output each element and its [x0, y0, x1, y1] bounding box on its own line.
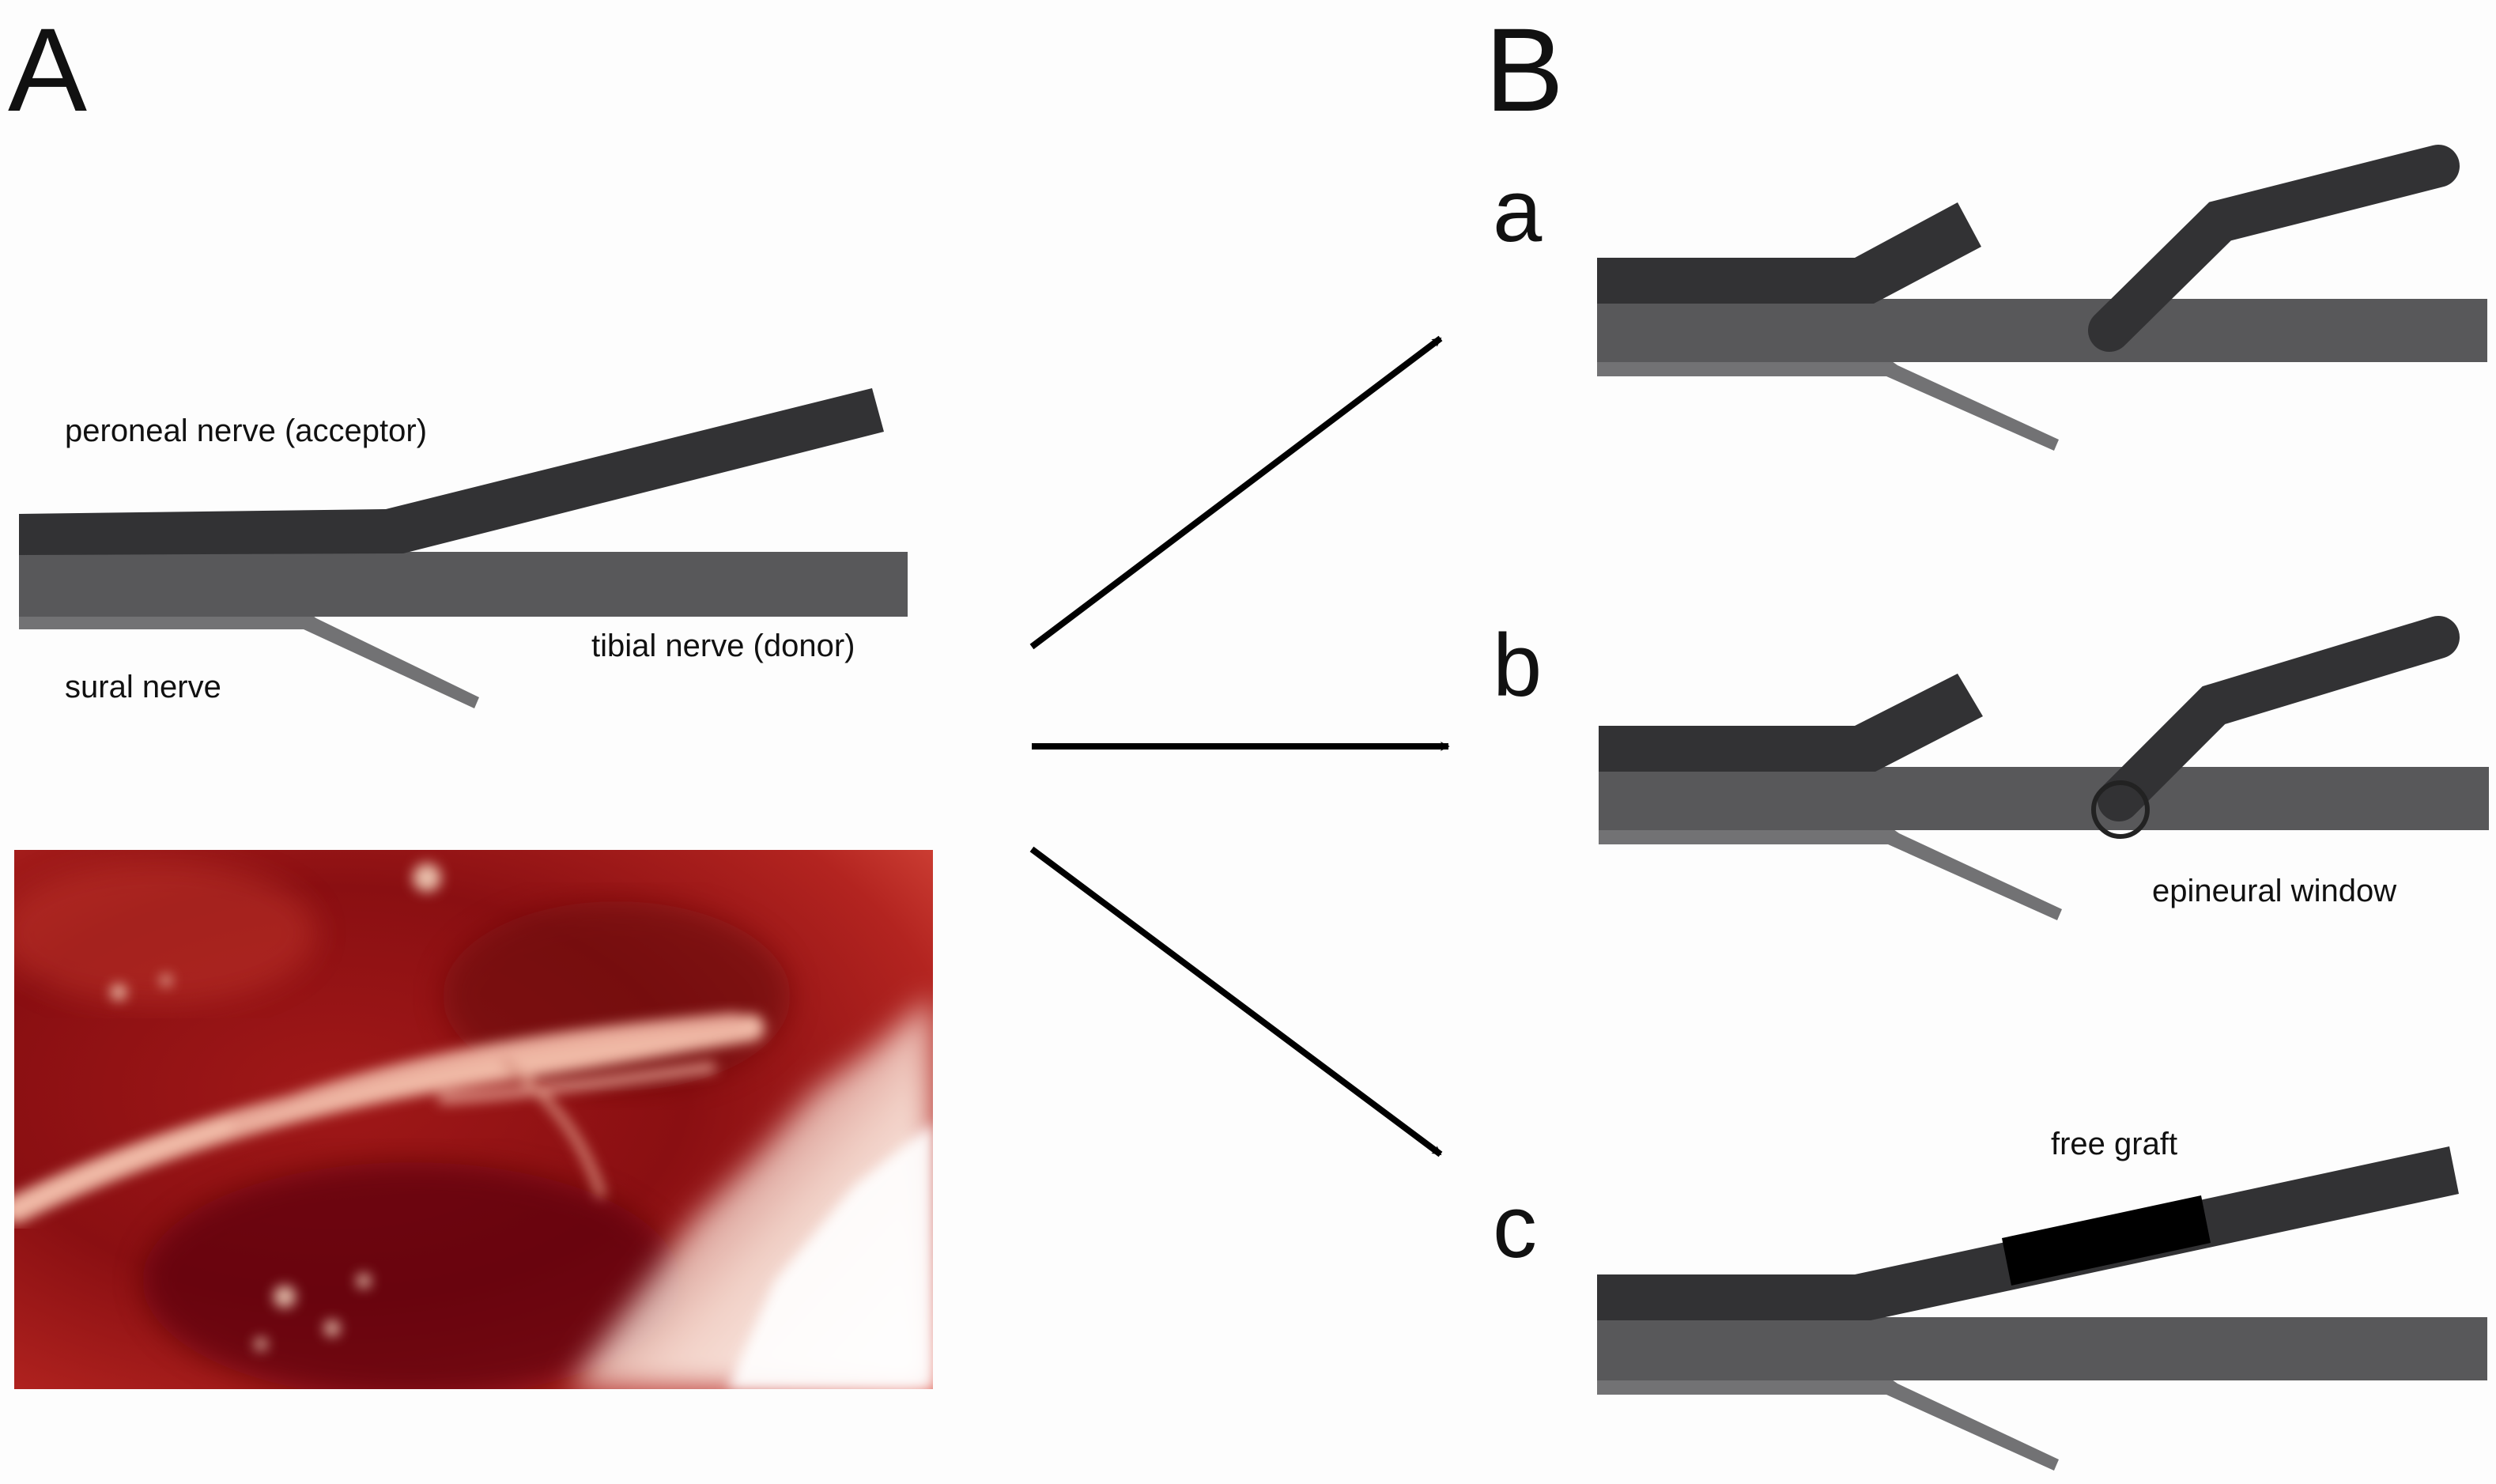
surgical-photo — [14, 850, 933, 1389]
peroneal-nerve — [19, 388, 884, 555]
variant-b-letter: b — [1493, 616, 1542, 715]
sural-nerve — [1599, 825, 2062, 920]
variant-c-letter: c — [1493, 1177, 1537, 1276]
tibial-nerve — [1597, 1317, 2487, 1380]
peroneal-transfer — [2088, 145, 2460, 352]
tibial-nerve — [1597, 299, 2487, 362]
tibial-nerve — [1599, 767, 2489, 830]
panel-a-schematic: peroneal nerve (acceptor) tibial nerve (… — [19, 388, 908, 708]
sural-nerve-label: sural nerve — [65, 670, 221, 704]
tibial-nerve-label: tibial nerve (donor) — [591, 629, 855, 663]
peroneal-nerve-label: peroneal nerve (acceptor) — [65, 413, 427, 448]
epineural-window-label: epineural window — [2152, 874, 2396, 908]
sural-nerve — [1597, 357, 2059, 451]
free-graft — [2002, 1195, 2211, 1286]
sural-nerve — [1597, 1376, 2059, 1471]
peroneal-nerve — [1599, 674, 1983, 772]
epineural-window-marker — [2091, 780, 2150, 839]
arrow-to-c — [1029, 846, 1443, 1157]
peroneal-nerve — [1597, 1146, 2459, 1320]
panel-letter-a: A — [8, 3, 87, 136]
variant-a-letter: a — [1493, 161, 1543, 260]
variant-a: a — [1493, 145, 2487, 451]
peroneal-transfer — [2098, 616, 2460, 821]
peroneal-nerve — [1597, 202, 1981, 304]
arrows — [1029, 335, 1450, 1157]
variant-b: b epineural window — [1493, 616, 2489, 920]
tibial-nerve — [19, 552, 908, 617]
panel-letter-b: B — [1485, 3, 1564, 136]
free-graft-label: free graft — [2051, 1127, 2177, 1161]
arrow-to-a — [1029, 335, 1443, 650]
variant-c: c free graft — [1493, 1127, 2487, 1471]
